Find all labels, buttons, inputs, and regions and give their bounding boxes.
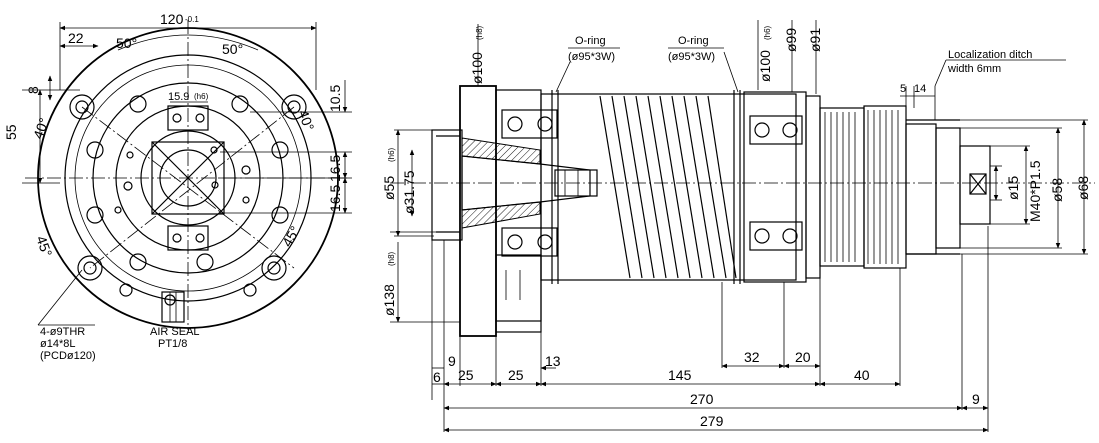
motor-housing [540,93,797,281]
dim-16-5-upper-label: 16.5 [327,155,343,182]
oring-1-title: O-ring [575,35,606,47]
dim-d138-tol: (h8) [387,251,396,266]
dim-m40: M40*P1.5 [1027,160,1043,222]
dim-10-5-label: 10.5 [327,85,343,112]
dim-d55: ø55 [381,176,397,200]
dim-25b: 25 [508,367,524,383]
dim-15-9-label: 15.9 [168,91,189,103]
oring-2-spec: (ø95*3W) [668,51,715,63]
dim-8-label: 8 [25,86,41,94]
bolt-circles [86,95,289,306]
dim-6: 6 [433,369,441,385]
rear-bearing-housing [743,91,807,283]
rear-cap [819,107,865,267]
dim-120-label: 120 [160,11,184,27]
holes-note-line1: 4-ø9THR [40,326,85,338]
cooling-grooves [599,95,737,279]
dim-d100-right: ø100 [757,50,773,82]
small-holes [114,146,251,214]
dim-d31-75: ø31.75 [401,170,417,214]
oring-2-title: O-ring [678,35,709,47]
dim-9b: 9 [972,391,980,407]
dim-9: 9 [448,353,456,369]
dim-15-9-tol: (h6) [194,92,209,101]
dim-d138: ø138 [381,284,397,316]
holes-note-line2: ø14*8L [40,338,75,350]
mounting-holes [69,94,307,281]
angle-40-left: 40° [30,116,52,141]
ditch-note-line1: Localization ditch [948,49,1032,61]
angle-45-left: 45° [33,234,55,259]
dim-5: 5 [900,83,906,95]
dim-20: 20 [795,349,811,365]
dim-55-label: 55 [3,124,19,140]
dim-120-tol: -0.1 [185,15,199,24]
ditch-note-line2: width 6mm [947,63,1001,75]
angle-45-right: 45° [279,223,303,249]
dim-32: 32 [744,349,760,365]
side-view: ø100 (h8) O-ring (ø95*3W) O-ring (ø95*3W… [381,20,1095,433]
tail-fitting [959,145,991,225]
dim-16-5-lower-label: 16.5 [327,185,343,212]
dim-d100-left-tol: (h8) [475,25,484,40]
dim-145: 145 [668,367,692,383]
dim-d91: ø91 [807,28,823,52]
angle-50-right: 50° [222,41,243,57]
dim-13: 13 [545,353,561,369]
dim-270: 270 [690,391,714,407]
dim-d100-left: ø100 [469,52,485,84]
dim-40: 40 [854,367,870,383]
tail-nut [935,127,961,249]
oring-1-spec: (ø95*3W) [568,51,615,63]
dim-14: 14 [914,83,926,95]
dim-25a: 25 [458,367,474,383]
holes-note-line3: (PCDø120) [40,350,96,362]
rear-cap-ribs [824,112,856,262]
air-seal-note-line2: PT1/8 [158,338,187,350]
dim-d58: ø58 [1049,178,1065,202]
angle-40-right: 40° [295,108,317,133]
dim-22-label: 22 [68,30,84,46]
air-seal-note-line1: AIR SEAL [150,326,200,338]
dim-d15: ø15 [1005,176,1021,200]
dim-279: 279 [700,413,724,429]
dim-d100-right-tol: (h6) [763,25,772,40]
front-view: 120 -0.1 22 50° 50° 55 8 40° 40° 15.9 (h… [3,11,352,362]
angle-50-left: 50° [116,35,137,51]
dim-d55-tol: (h6) [387,147,396,162]
dim-d68: ø68 [1075,176,1091,200]
spindle-nose [431,129,463,241]
air-seal-port [161,291,185,323]
dim-d99: ø99 [783,28,799,52]
